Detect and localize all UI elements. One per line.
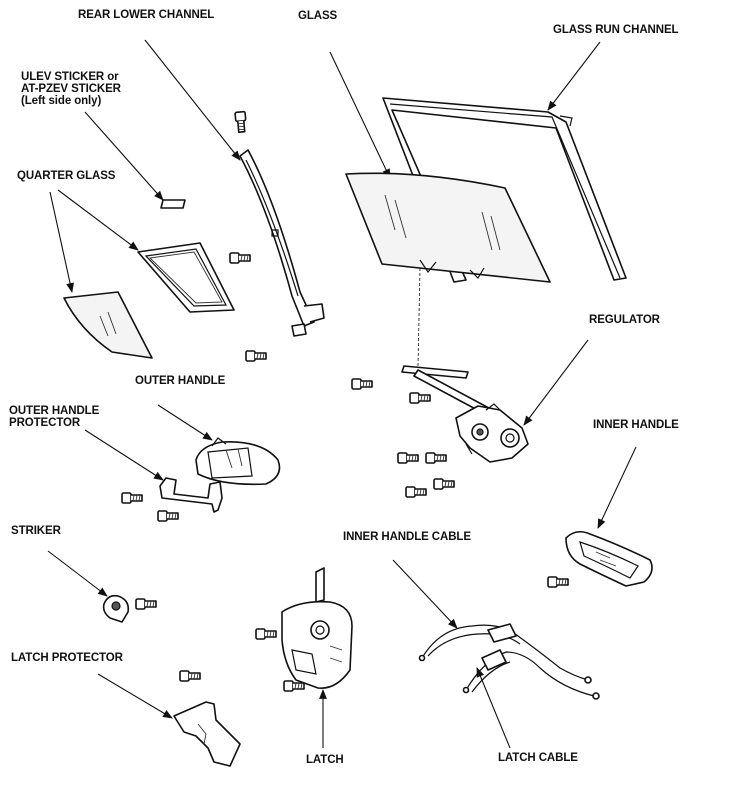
leader-outer-handle — [157, 404, 213, 441]
inner-handle-part — [547, 530, 653, 588]
latch-protector-part — [173, 670, 241, 767]
label-outer-handle: OUTER HANDLE — [135, 375, 226, 387]
label-rear-lower-channel: REAR LOWER CHANNEL — [78, 9, 215, 21]
label-striker: STRIKER — [11, 525, 61, 537]
cable-parts — [418, 623, 600, 700]
label-inner-handle: INNER HANDLE — [593, 419, 679, 431]
label-sticker-line1: ULEV STICKER or — [21, 71, 119, 83]
leader-inner-handle — [597, 446, 637, 529]
label-latch-cable: LATCH CABLE — [498, 752, 578, 764]
leader-quarter-glass-a — [57, 189, 139, 251]
label-sticker-line2: AT-PZEV STICKER — [21, 83, 121, 95]
leader-striker — [47, 550, 108, 597]
striker-part — [102, 594, 157, 623]
leader-latch-cable — [476, 667, 511, 749]
glass-part — [345, 172, 551, 367]
leader-sticker — [84, 111, 164, 201]
label-sticker-line3: (Left side only) — [21, 95, 102, 107]
outer-handle-part — [195, 437, 281, 486]
leader-outer-handle-protector — [84, 429, 164, 481]
leader-regulator — [523, 339, 589, 426]
rear-lower-channel-part — [234, 110, 325, 337]
channel-bolts — [229, 252, 267, 362]
leader-glass-run-channel — [547, 41, 601, 111]
sticker-part — [160, 199, 186, 209]
leader-latch-protector — [97, 673, 173, 719]
leader-quarter-glass-b — [49, 191, 74, 293]
label-latch-protector: LATCH PROTECTOR — [11, 652, 123, 664]
label-quarter-glass: QUARTER GLASS — [17, 170, 116, 182]
quarter-glass-part — [63, 291, 153, 359]
label-glass: GLASS — [298, 10, 338, 22]
label-outer-handle-protector-line2: PROTECTOR — [9, 417, 81, 429]
label-inner-handle-cable: INNER HANDLE CABLE — [343, 531, 471, 543]
outer-handle-protector-part — [121, 477, 223, 522]
leader-rear-lower-channel — [144, 39, 241, 161]
label-latch: LATCH — [306, 754, 344, 766]
regulator-part — [351, 365, 529, 498]
leader-inner-handle-cable — [392, 559, 458, 629]
leader-lines — [47, 39, 637, 749]
label-outer-handle-protector-line1: OUTER HANDLE — [9, 405, 100, 417]
label-glass-run-channel: GLASS RUN CHANNEL — [553, 24, 679, 36]
label-regulator: REGULATOR — [589, 314, 660, 326]
latch-part — [255, 567, 353, 692]
leader-glass — [329, 51, 391, 179]
quarter-glass-frame-part — [137, 242, 235, 313]
